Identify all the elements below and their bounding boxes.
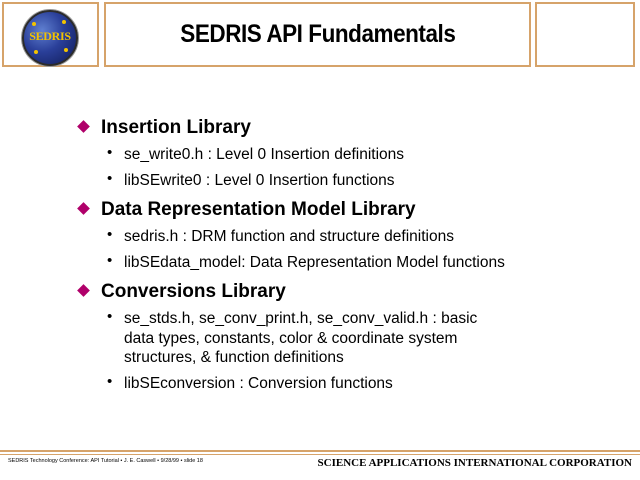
logo-text: SEDRIS — [29, 29, 71, 43]
slide-body: Insertion Library • se_write0.h : Level … — [77, 117, 505, 392]
bullet-text: libSEdata_model: Data Representation Mod… — [124, 254, 505, 271]
section-label: Conversions Library — [101, 281, 286, 302]
logo-star — [64, 48, 68, 52]
logo-star — [34, 50, 38, 54]
title-panel: SEDRIS API Fundamentals — [104, 2, 531, 67]
diamond-bullet-icon — [77, 202, 90, 215]
sedris-logo: SEDRIS — [22, 10, 78, 66]
logo-panel: SEDRIS — [2, 2, 99, 67]
logo-star — [62, 20, 66, 24]
bullet-text: se_stds.h, se_conv_print.h, se_conv_vali… — [124, 310, 478, 327]
bullet-text: se_write0.h : Level 0 Insertion definiti… — [124, 146, 405, 163]
footer-divider — [0, 454, 640, 455]
bullet-text: libSEconversion : Conversion functions — [124, 375, 393, 392]
logo-star — [32, 22, 36, 26]
section-label: Data Representation Model Library — [101, 199, 416, 220]
diamond-bullet-icon — [77, 284, 90, 297]
bullet-text-continued: data types, constants, color & coordinat… — [124, 329, 458, 347]
bullet-dot-icon: • — [107, 252, 113, 269]
bullet-text: libSEwrite0 : Level 0 Insertion function… — [124, 172, 395, 189]
bullet-text-continued: structures, & function definitions — [124, 349, 344, 366]
bullet-dot-icon: • — [107, 308, 113, 325]
diamond-bullet-icon — [77, 120, 90, 133]
footer-company: SCIENCE APPLICATIONS INTERNATIONAL CORPO… — [317, 457, 632, 469]
right-panel — [535, 2, 635, 67]
footer-divider — [0, 450, 640, 452]
section-label: Insertion Library — [101, 117, 251, 138]
bullet-dot-icon: • — [107, 226, 113, 243]
bullet-dot-icon: • — [107, 170, 113, 187]
bullet-dot-icon: • — [107, 144, 113, 161]
footer-credit: SEDRIS Technology Conference: API Tutori… — [8, 458, 203, 464]
slide-title: SEDRIS API Fundamentals — [179, 20, 456, 48]
bullet-text: sedris.h : DRM function and structure de… — [124, 228, 454, 245]
bullet-dot-icon: • — [107, 373, 113, 390]
